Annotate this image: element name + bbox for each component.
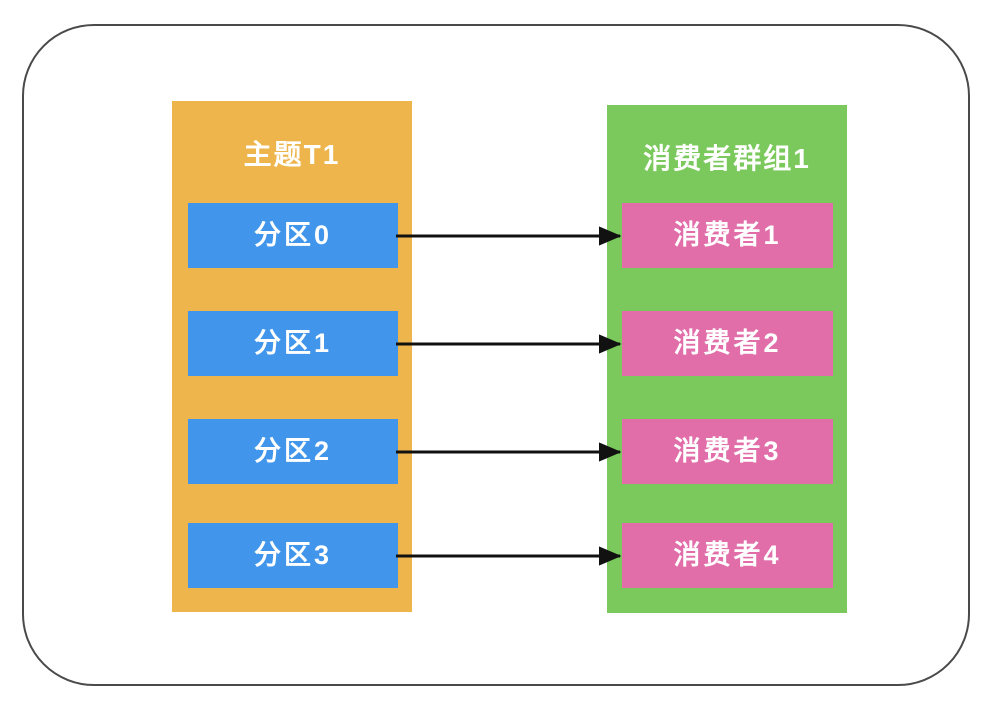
partition-box-3: 分区3 [188,523,398,588]
partition-box-1: 分区1 [188,311,398,376]
consumer-box-0: 消费者1 [622,203,833,268]
consumer-label: 消费者3 [673,436,782,466]
partition-box-2: 分区2 [188,419,398,484]
topic-container: 主题T1 分区0 分区1 分区2 分区3 [172,101,412,612]
consumer-box-1: 消费者2 [622,311,833,376]
consumer-label: 消费者2 [673,328,782,358]
partition-label: 分区2 [253,436,333,466]
topic-title: 主题T1 [243,139,341,170]
consumer-box-3: 消费者4 [622,523,833,588]
consumer-group-container: 消费者群组1 消费者1 消费者2 消费者3 消费者4 [607,105,847,613]
consumer-box-2: 消费者3 [622,419,833,484]
consumer-label: 消费者4 [673,540,782,570]
partition-label: 分区1 [253,328,333,358]
rounded-frame [22,24,970,686]
consumer-group-title: 消费者群组1 [643,143,811,174]
consumer-label: 消费者1 [673,220,782,250]
partition-box-0: 分区0 [188,203,398,268]
partition-label: 分区0 [253,220,333,250]
partition-label: 分区3 [253,540,333,570]
